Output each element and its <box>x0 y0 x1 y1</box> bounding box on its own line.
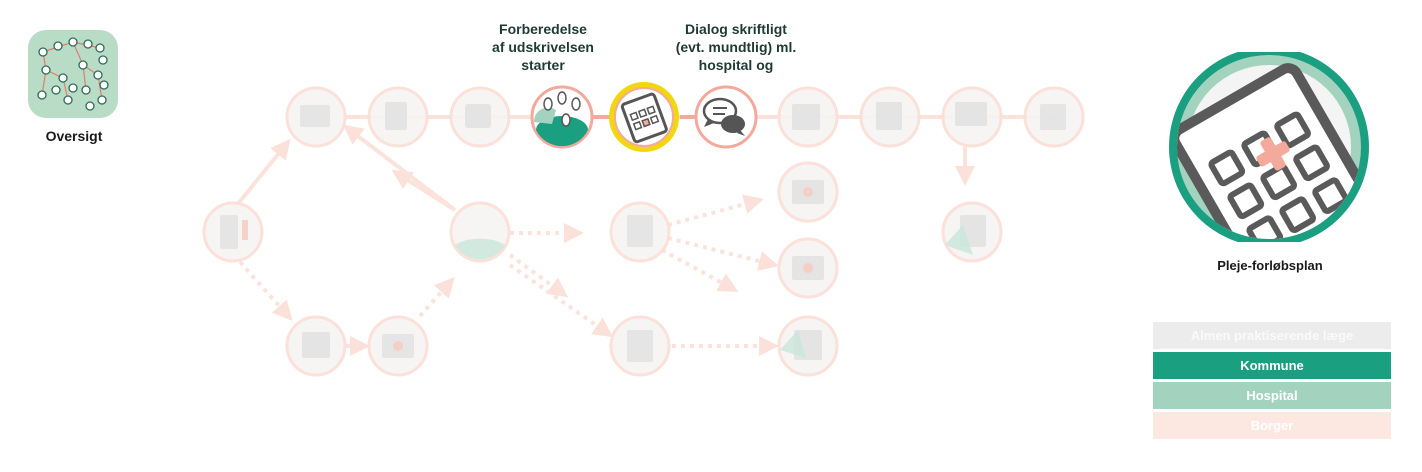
selected-step-label: Pleje-forløbsplan <box>1217 258 1323 273</box>
step-dialog-node[interactable] <box>694 85 758 149</box>
overview-label: Oversigt <box>45 128 103 144</box>
legend-item-hospital[interactable]: Hospital <box>1153 382 1391 409</box>
legend: Almen praktiserende læge Kommune Hospita… <box>1153 322 1391 442</box>
calculator-icon <box>1160 47 1378 247</box>
step-preparation-node[interactable] <box>530 85 594 149</box>
step-care-plan-node[interactable] <box>609 82 679 152</box>
network-overview-icon <box>28 30 118 118</box>
step-caption-next: Dialog skriftligt (evt. mundtlig) ml. ho… <box>675 21 797 73</box>
legend-item-gp[interactable]: Almen praktiserende læge <box>1153 322 1391 349</box>
overview-button[interactable]: Oversigt <box>28 30 120 144</box>
legend-item-citizen[interactable]: Borger <box>1153 412 1391 439</box>
step-caption-previous: Forberedelse af udskrivelsen starter <box>492 21 594 73</box>
legend-item-municipality[interactable]: Kommune <box>1153 352 1391 379</box>
